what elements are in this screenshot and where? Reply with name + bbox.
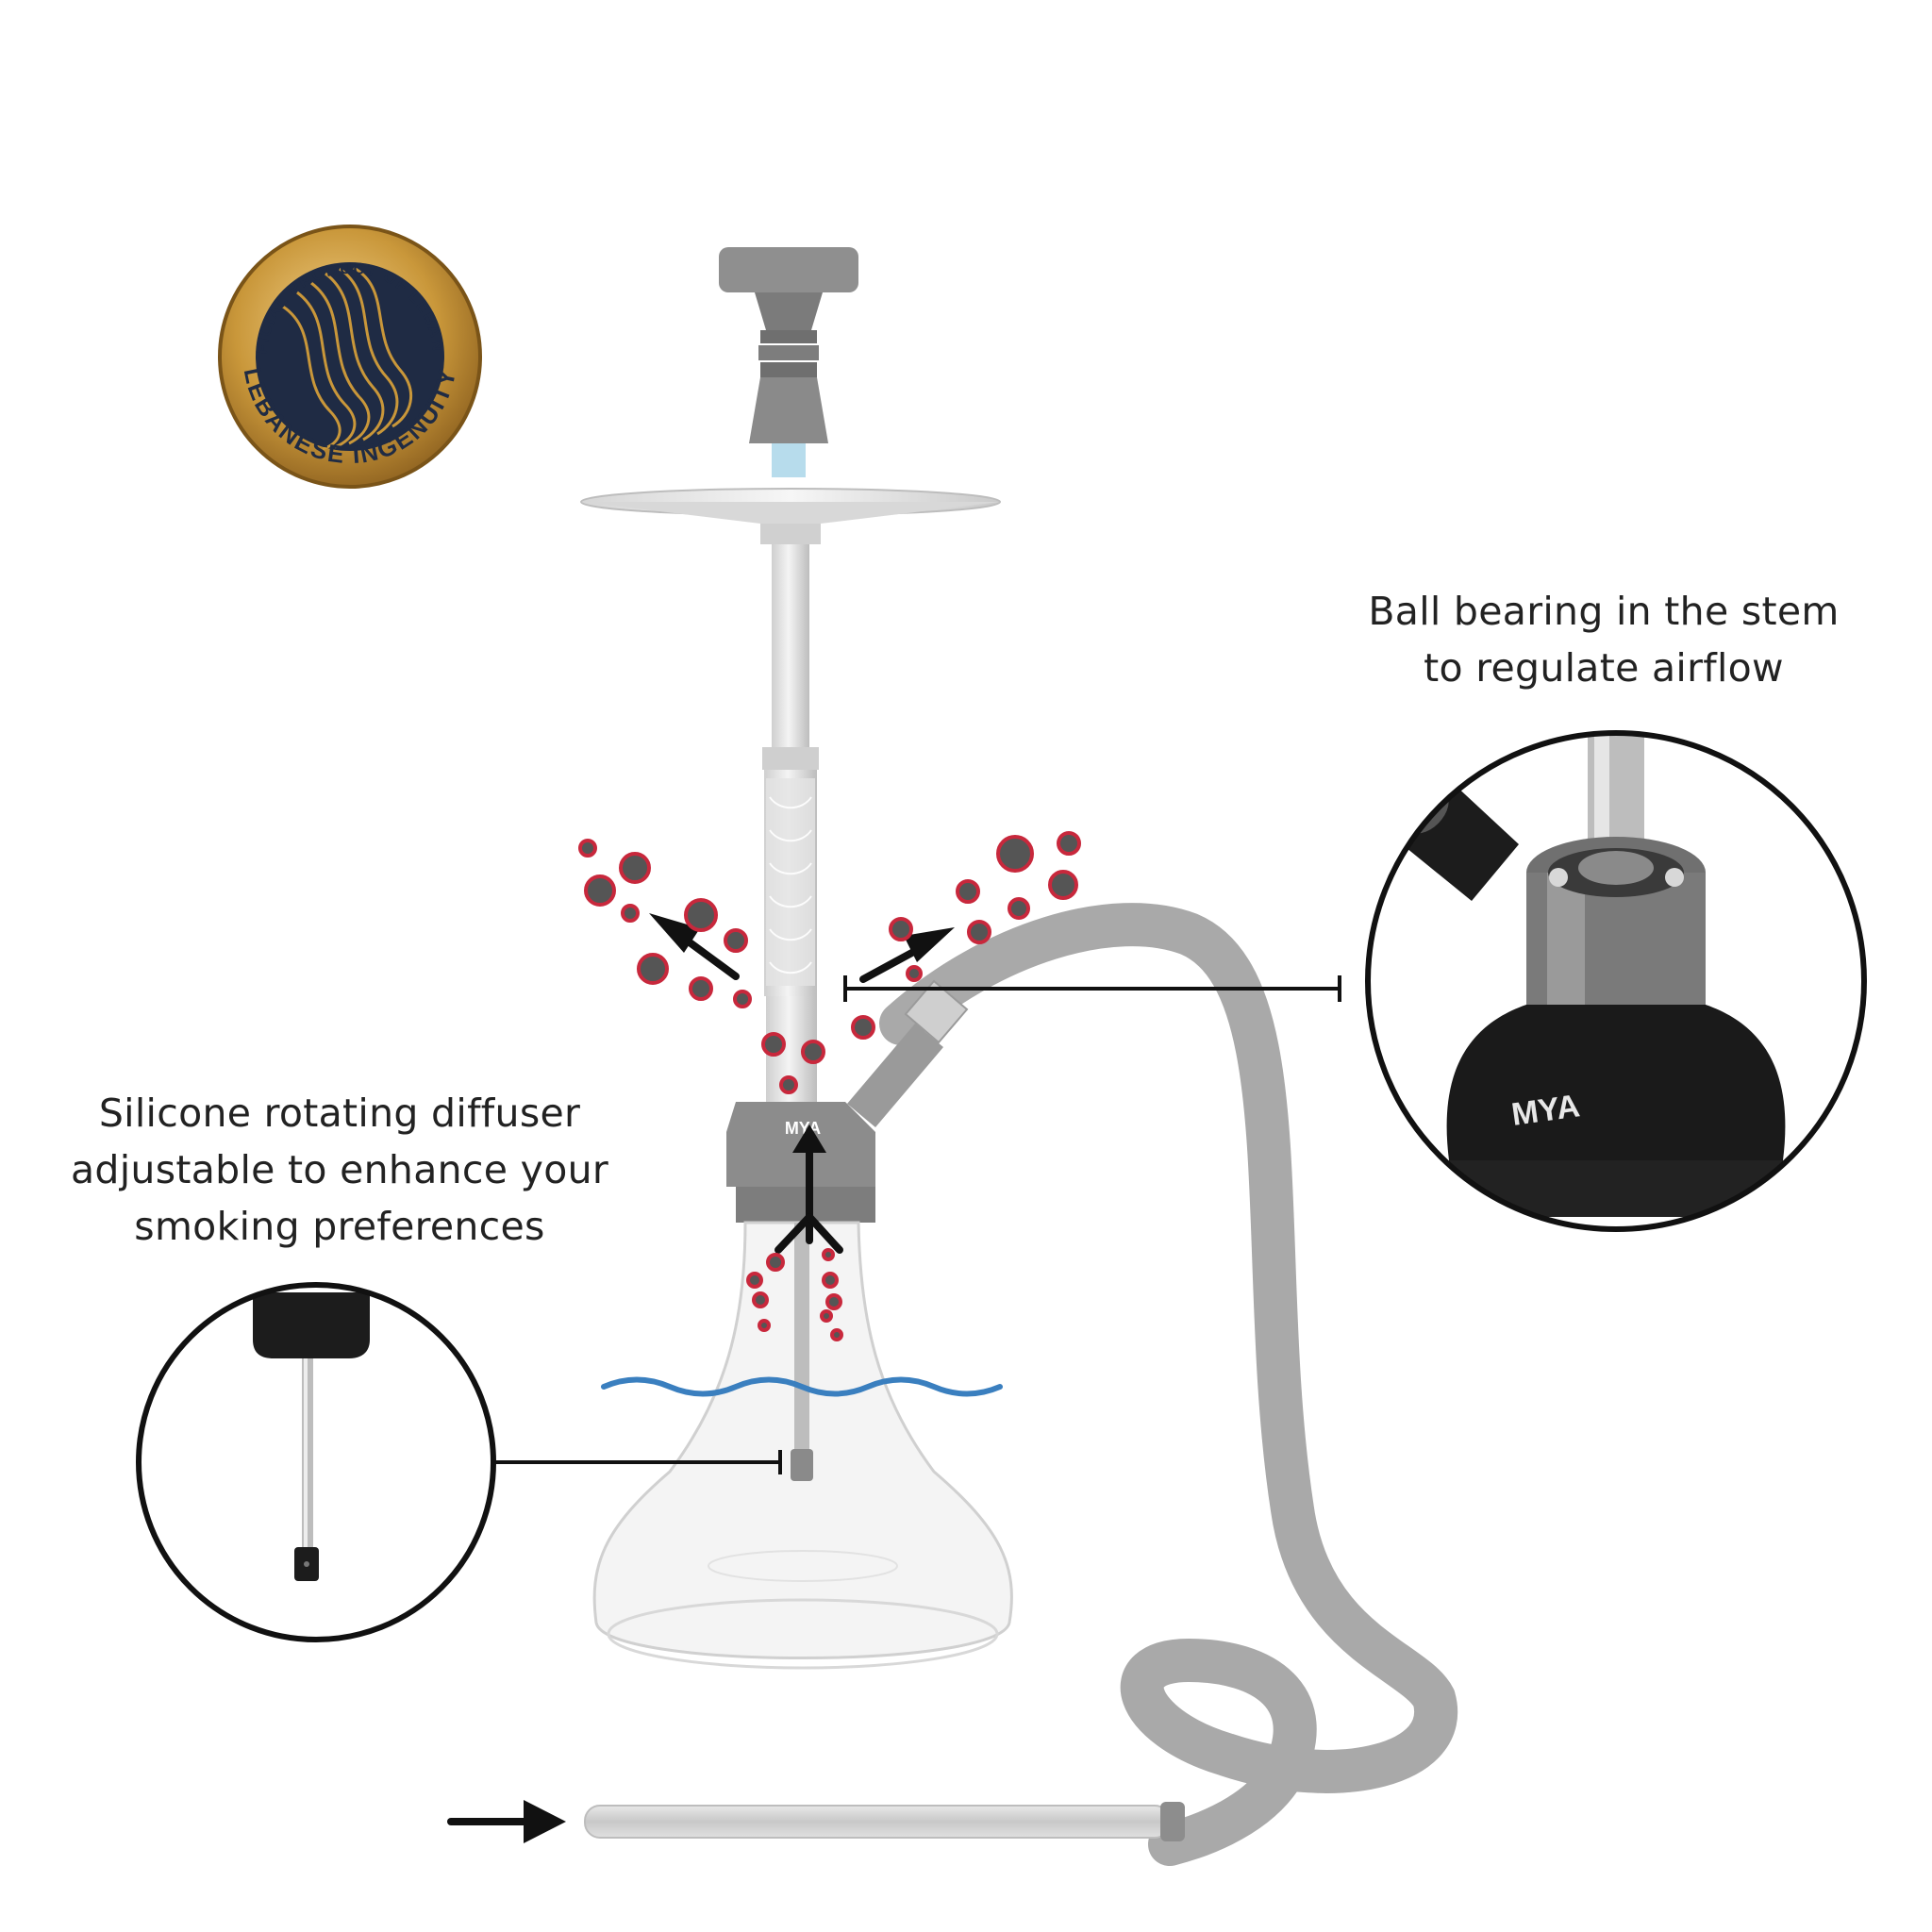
diffuser-detail-circle bbox=[136, 1282, 496, 1642]
downstem bbox=[791, 1223, 813, 1481]
mouthpiece bbox=[584, 1802, 1185, 1841]
water-line bbox=[601, 1376, 1003, 1397]
hose-port bbox=[847, 979, 969, 1127]
callout-line-bearing bbox=[843, 975, 1341, 1002]
ball-bearing-callout: Ball bearing in the stem to regulate air… bbox=[1292, 583, 1915, 696]
ball-bearing-callout-line1: Ball bearing in the stem bbox=[1368, 589, 1840, 634]
hookah-base-connector: MYA bbox=[726, 1102, 875, 1223]
hose bbox=[879, 903, 1458, 1866]
hookah-tray bbox=[580, 488, 1001, 544]
lebanon-map-seal-icon bbox=[282, 266, 412, 451]
arrow-icon bbox=[447, 913, 955, 1843]
smoke-bubble-icon bbox=[578, 831, 1081, 1341]
hookah-bowl bbox=[719, 247, 858, 477]
hookah-stem bbox=[762, 544, 819, 1119]
ball-bearing-callout-line2: to regulate airflow bbox=[1424, 645, 1784, 691]
diffuser-callout-line2: adjustable to enhance your bbox=[70, 1147, 609, 1192]
diffuser-callout: Silicone rotating diffuser adjustable to… bbox=[19, 1085, 660, 1255]
lebanon-badge: OFFICIAL PRODUCT OF LEBANON LEBANESE ING… bbox=[0, 0, 482, 489]
diffuser-callout-line1: Silicone rotating diffuser bbox=[98, 1091, 581, 1136]
bearing-detail-circle: MYA bbox=[1365, 730, 1867, 1232]
diffuser-callout-line3: smoking preferences bbox=[134, 1204, 545, 1249]
